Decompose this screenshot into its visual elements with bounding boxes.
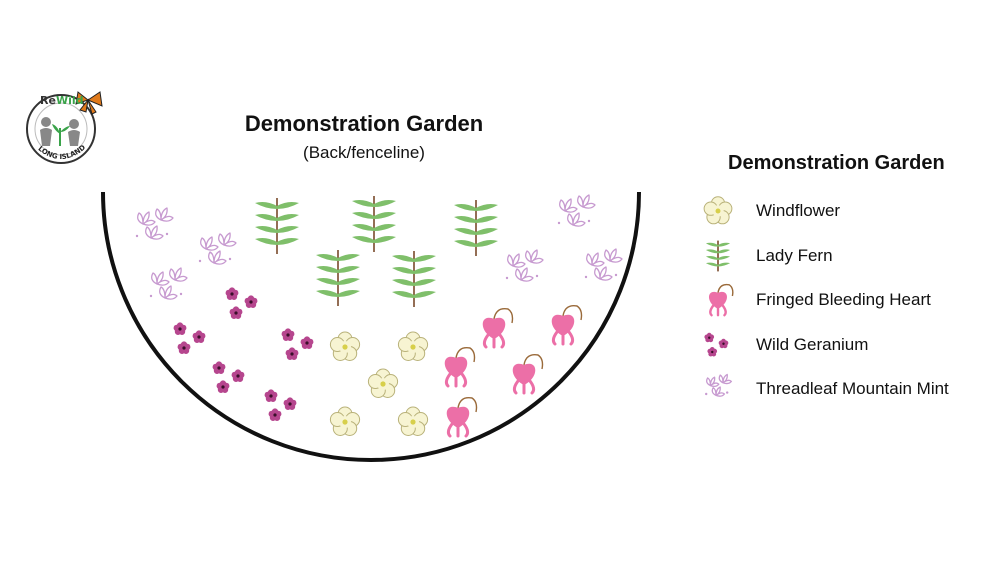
legend-item-lady-fern: Lady Fern [700,238,990,274]
bed-outline [101,191,641,462]
mountain-mint-icon [198,232,237,265]
mountain-mint-icon [135,207,174,240]
lady-fern-icon [392,251,436,307]
lady-fern-icon [705,240,731,272]
mountain-mint-icon [705,373,733,397]
windflower-icon [367,368,399,398]
legend-item-mountain-mint: Threadleaf Mountain Mint [700,371,990,407]
bleeding-heart-icon [708,283,734,317]
legend-label: Lady Fern [756,246,833,265]
wild-geranium-icon [704,332,729,357]
windflower-icon [329,331,361,361]
legend-item-windflower: Windflower [700,193,990,229]
mountain-mint-icon [584,248,623,281]
legend-label: Wild Geranium [756,335,869,354]
wild-geranium-icon [212,361,245,393]
windflower-icon [397,406,429,436]
garden-subtitle: (Back/fenceline) [303,143,425,162]
garden-title: Demonstration Garden [244,111,484,136]
wild-geranium-icon [225,287,258,319]
wild-geranium-icon [281,328,314,360]
mountain-mint-icon [149,267,188,300]
windflower-icon [329,406,361,436]
lady-fern-icon [255,198,299,254]
lady-fern-icon [352,196,396,252]
mountain-mint-icon [505,249,544,282]
bleeding-heart-icon [446,397,478,438]
bleeding-heart-icon [444,347,476,388]
legend-label: Fringed Bleeding Heart [756,290,931,309]
legend-label: Windflower [756,201,841,220]
lady-fern-icon [316,250,360,306]
legend-item-wild-geranium: Wild Geranium [700,327,990,363]
rewild-long-island-logo: ReWild LONG ISLAND [26,91,103,164]
bleeding-heart-icon [551,305,583,346]
windflower-icon [703,196,733,225]
legend-label: Threadleaf Mountain Mint [756,379,949,398]
wild-geranium-icon [264,389,297,421]
butterfly-icon [75,91,103,115]
legend-title: Demonstration Garden [728,152,945,174]
bleeding-heart-icon [482,308,514,349]
lady-fern-icon [454,200,498,256]
legend-item-bleeding-heart: Fringed Bleeding Heart [700,282,990,318]
wild-geranium-icon [173,322,206,354]
windflower-icon [397,331,429,361]
svg-text:ReWild: ReWild [40,94,84,107]
mountain-mint-icon [557,194,596,227]
bleeding-heart-icon [512,354,544,395]
